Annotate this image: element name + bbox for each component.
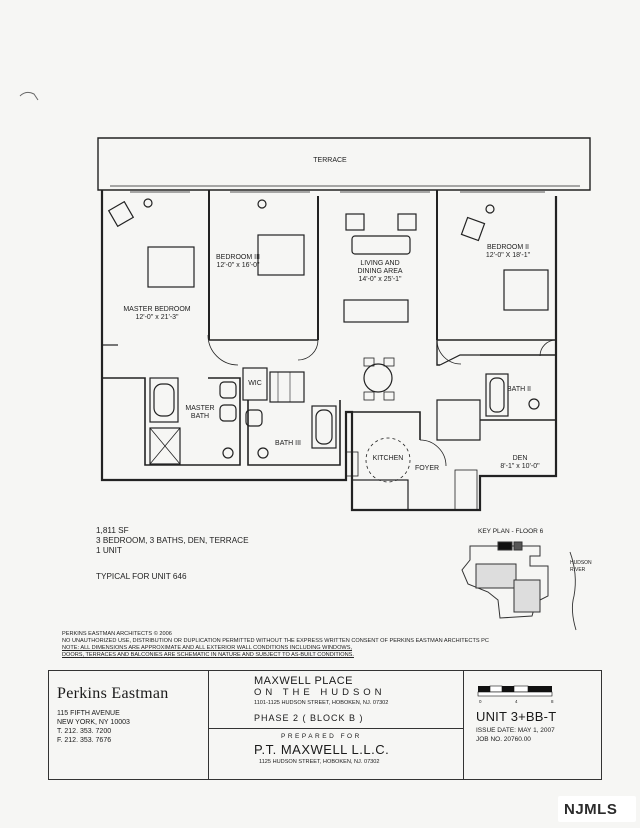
room-bath-2: BATH II (507, 386, 531, 393)
room-bath-3: BATH III (275, 440, 301, 447)
room-name-line2: BATH (190, 413, 210, 420)
prepared-for-label: PREPARED FOR (281, 733, 362, 740)
river-label: HUDSON RIVER (570, 560, 592, 573)
room-dims: 12'-0" x 21'-3" (135, 314, 179, 321)
key-plan-diagram (461, 541, 549, 619)
room-dims: 8'-1" x 10'-0" (500, 463, 540, 470)
firm-address: 115 FIFTH AVENUE NEW YORK, NY 10003 T. 2… (57, 709, 130, 745)
firm-address-line-1: 115 FIFTH AVENUE (57, 710, 120, 717)
scale-label-8: 8 (551, 699, 554, 704)
firm-name: Perkins Eastman (57, 685, 169, 702)
room-name-line2: DINING AREA (357, 268, 403, 275)
scale-label-0: 0 (479, 699, 482, 704)
job-number: JOB NO. 20760.00 (476, 736, 531, 743)
project-subtitle: ON THE HUDSON (254, 687, 386, 698)
unit-summary: 1,811 SF 3 BEDROOM, 3 BATHS, DEN, TERRAC… (96, 526, 249, 556)
unit-count: 1 UNIT (96, 546, 122, 555)
note-line-2: NOTE: ALL DIMENSIONS ARE APPROXIMATE AND… (62, 645, 352, 651)
room-wic: WIC (248, 380, 262, 387)
project-name: MAXWELL PLACE (254, 675, 354, 687)
issue-info: ISSUE DATE: MAY 1, 2007 JOB NO. 20760.00 (476, 726, 555, 744)
key-plan-title: KEY PLAN - FLOOR 6 (478, 528, 544, 535)
room-living-dining: LIVING AND DINING AREA 14'-0" x 25'-1" (340, 260, 420, 284)
firm-telephone: T. 212. 353. 7200 (57, 728, 112, 735)
note-line-1: NO UNAUTHORIZED USE, DISTRIBUTION OR DUP… (62, 638, 489, 644)
copyright-line: PERKINS EASTMAN ARCHITECTS © 2006 (62, 631, 172, 637)
room-kitchen: KITCHEN (372, 455, 404, 462)
room-dims: 12'-0" X 18'-1" (485, 252, 531, 259)
room-bedroom-3: BEDROOM III 12'-0" x 16'-0" (210, 254, 266, 270)
owner-name: P.T. MAXWELL L.L.C. (254, 742, 390, 757)
scale-bar (477, 685, 553, 697)
room-name: MASTER BEDROOM (123, 306, 191, 313)
scale-label-4: 4 (515, 699, 518, 704)
room-name: BEDROOM II (486, 244, 529, 251)
firm-address-line-2: NEW YORK, NY 10003 (57, 719, 130, 726)
unit-designation: UNIT 3+BB-T (476, 709, 557, 724)
terrace-label: TERRACE (313, 157, 347, 164)
room-dims: 14'-0" x 25'-1" (358, 276, 402, 283)
issue-date: ISSUE DATE: MAY 1, 2007 (476, 727, 555, 734)
watermark-text: NJMLS (564, 801, 618, 818)
room-name-line1: LIVING AND (360, 260, 400, 267)
divider (463, 671, 464, 779)
room-master-bedroom: MASTER BEDROOM 12'-0" x 21'-3" (112, 306, 202, 322)
unit-area: 1,811 SF (96, 526, 129, 535)
room-name: BEDROOM III (216, 254, 260, 261)
room-foyer: FOYER (414, 465, 440, 472)
room-bedroom-2: BEDROOM II 12'-0" X 18'-1" (480, 244, 536, 260)
room-den: DEN 8'-1" x 10'-0" (492, 455, 548, 471)
njmls-watermark: NJMLS (558, 796, 636, 822)
room-dims: 12'-0" x 16'-0" (216, 262, 260, 269)
project-phase: PHASE 2 ( BLOCK B ) (254, 713, 364, 723)
project-address: 1101-1125 HUDSON STREET, HOBOKEN, NJ. 07… (254, 700, 389, 706)
note-line-3: DOORS, TERRACES AND BALCONIES ARE SCHEMA… (62, 652, 354, 658)
unit-rooms: 3 BEDROOM, 3 BATHS, DEN, TERRACE (96, 536, 249, 545)
divider (208, 728, 463, 729)
title-block: Perkins Eastman 115 FIFTH AVENUE NEW YOR… (48, 670, 602, 780)
room-master-bath: MASTER BATH (180, 405, 220, 421)
firm-fax: F. 212. 353. 7676 (57, 737, 112, 744)
room-name-line1: MASTER (185, 405, 215, 412)
typical-unit: TYPICAL FOR UNIT 646 (96, 572, 187, 581)
owner-address: 1125 HUDSON STREET, HOBOKEN, NJ. 07302 (259, 759, 380, 765)
legal-notes: PERKINS EASTMAN ARCHITECTS © 2006 NO UNA… (62, 631, 489, 659)
room-name: DEN (512, 455, 528, 462)
divider (208, 671, 209, 779)
